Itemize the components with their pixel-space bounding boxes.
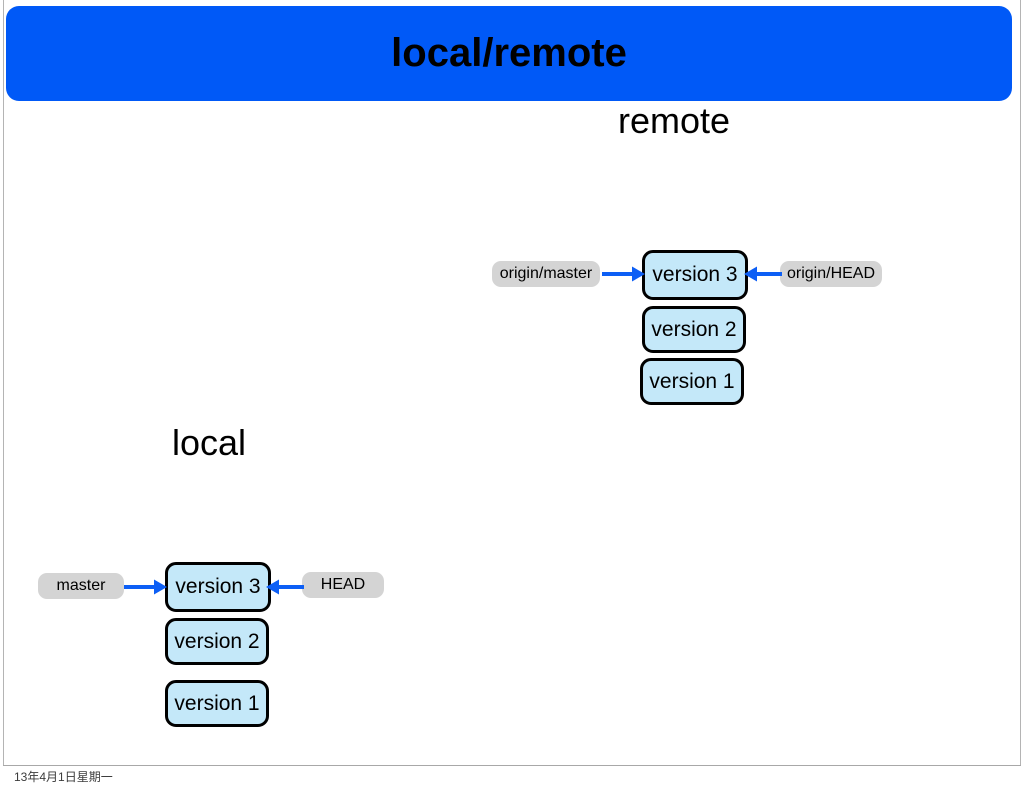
local-commit-version-2[interactable]: version 2: [165, 618, 269, 665]
ref-label-origin-head[interactable]: origin/HEAD: [780, 261, 882, 287]
remote-commit-version-2[interactable]: version 2: [642, 306, 746, 353]
slide-frame-left-border: [3, 0, 4, 766]
slide-title-banner: local/remote: [6, 6, 1012, 101]
ref-label-head[interactable]: HEAD: [302, 572, 384, 598]
local-section-heading: local: [172, 422, 247, 463]
ref-label-master[interactable]: master: [38, 573, 124, 599]
remote-commit-version-3[interactable]: version 3: [642, 250, 748, 300]
arrow-master-to-version-3: [124, 578, 168, 596]
arrow-origin-master-to-version-3: [602, 265, 646, 283]
arrow-head-to-version-3: [266, 578, 304, 596]
remote-commit-version-1[interactable]: version 1: [640, 358, 744, 405]
local-commit-version-3[interactable]: version 3: [165, 562, 271, 612]
remote-section-heading: remote: [618, 100, 731, 141]
arrow-origin-head-to-version-3: [744, 265, 782, 283]
ref-label-origin-master[interactable]: origin/master: [492, 261, 600, 287]
footer-date: 13年4月1日星期一: [14, 770, 113, 784]
slide-frame-bottom-border: [3, 765, 1021, 766]
slide-title: local/remote: [391, 31, 627, 75]
local-commit-version-1[interactable]: version 1: [165, 680, 269, 727]
slide-frame-right-border: [1020, 0, 1021, 766]
